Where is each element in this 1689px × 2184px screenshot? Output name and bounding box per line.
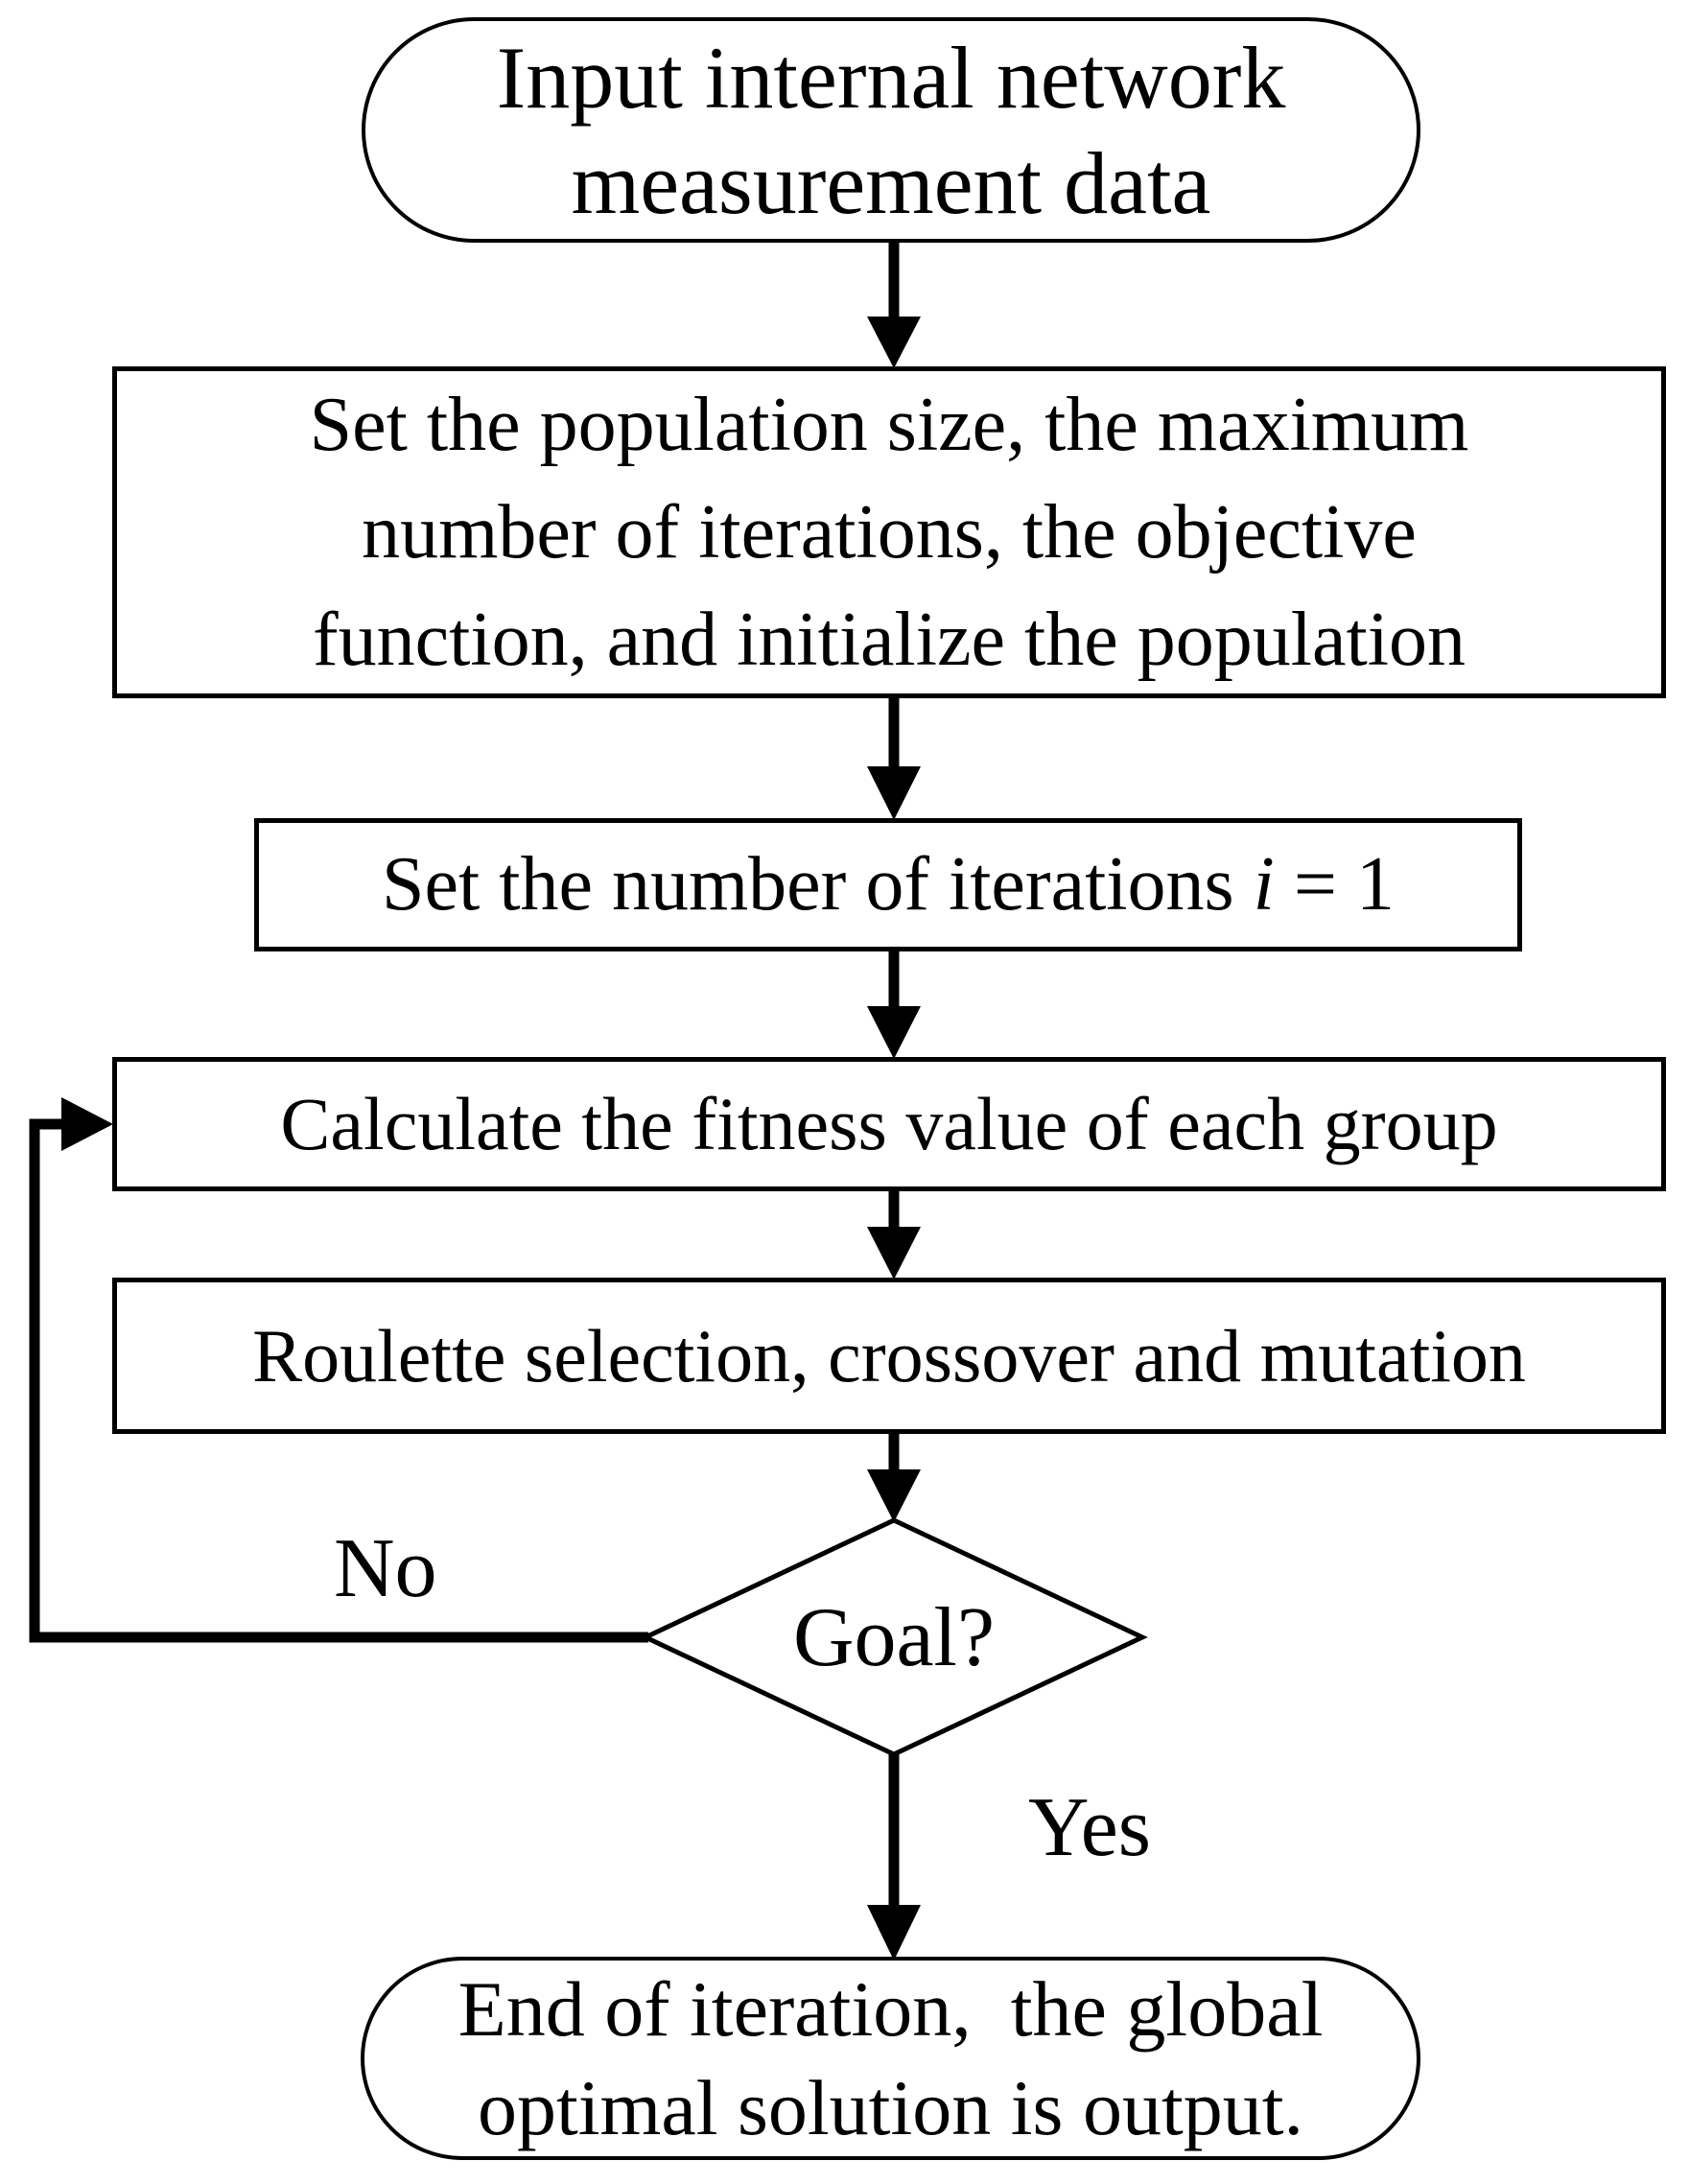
arrow-head-icon xyxy=(867,317,921,368)
node-start-line1: Input internal network xyxy=(496,28,1286,127)
edge-label-yes: Yes xyxy=(1028,1781,1152,1874)
edge-label-no: No xyxy=(334,1522,437,1615)
arrow-set-iter-to-fitness xyxy=(867,950,921,1059)
node-init-line1: Set the population size, the maximum xyxy=(309,383,1469,467)
node-start-line2: measurement data xyxy=(571,133,1211,232)
arrow-head-icon xyxy=(867,1006,921,1059)
node-set-iterations-text: Set the number of iterations i = 1 xyxy=(382,841,1395,928)
node-end-terminator: End of iteration, the global optimal sol… xyxy=(361,1957,1420,2160)
node-roulette-selection-text: Roulette selection, crossover and mutati… xyxy=(252,1313,1526,1397)
node-end-line1: End of iteration, the global xyxy=(457,1965,1324,2053)
node-start-terminator: Input internal network measurement data xyxy=(362,17,1420,243)
arrow-goal-to-end xyxy=(867,1752,921,1961)
node-end-line2: optimal solution is output. xyxy=(477,2064,1304,2151)
set-iter-text-after: = 1 xyxy=(1274,842,1396,927)
decision-diamond-goal xyxy=(640,1517,1148,1757)
node-init-population: Set the population size, the maximum num… xyxy=(112,366,1666,698)
loop-line xyxy=(29,1118,648,1643)
arrow-init-to-set-iter xyxy=(867,696,921,820)
set-iter-variable-i: i xyxy=(1253,842,1275,927)
node-set-iterations: Set the number of iterations i = 1 xyxy=(254,818,1522,951)
arrow-head-icon xyxy=(61,1097,113,1151)
node-roulette-selection: Roulette selection, crossover and mutati… xyxy=(112,1278,1666,1434)
arrow-roulette-to-goal xyxy=(867,1432,921,1522)
arrow-head-icon xyxy=(867,1227,921,1280)
arrow-head-icon xyxy=(867,1469,921,1522)
decision-goal-label: Goal? xyxy=(792,1590,996,1684)
node-calculate-fitness: Calculate the fitness value of each grou… xyxy=(112,1057,1666,1191)
arrow-fitness-to-roulette xyxy=(867,1189,921,1280)
arrow-head-icon xyxy=(867,1905,921,1961)
node-init-line3: function, and initialize the population xyxy=(313,598,1466,682)
node-init-line2: number of iterations, the objective xyxy=(362,490,1417,575)
arrow-head-icon xyxy=(867,766,921,820)
node-calculate-fitness-text: Calculate the fitness value of each grou… xyxy=(280,1082,1498,1165)
arrow-start-to-init xyxy=(867,241,921,368)
loop-no-goal-to-fitness xyxy=(29,1097,648,1643)
set-iter-text-before: Set the number of iterations xyxy=(381,842,1254,927)
